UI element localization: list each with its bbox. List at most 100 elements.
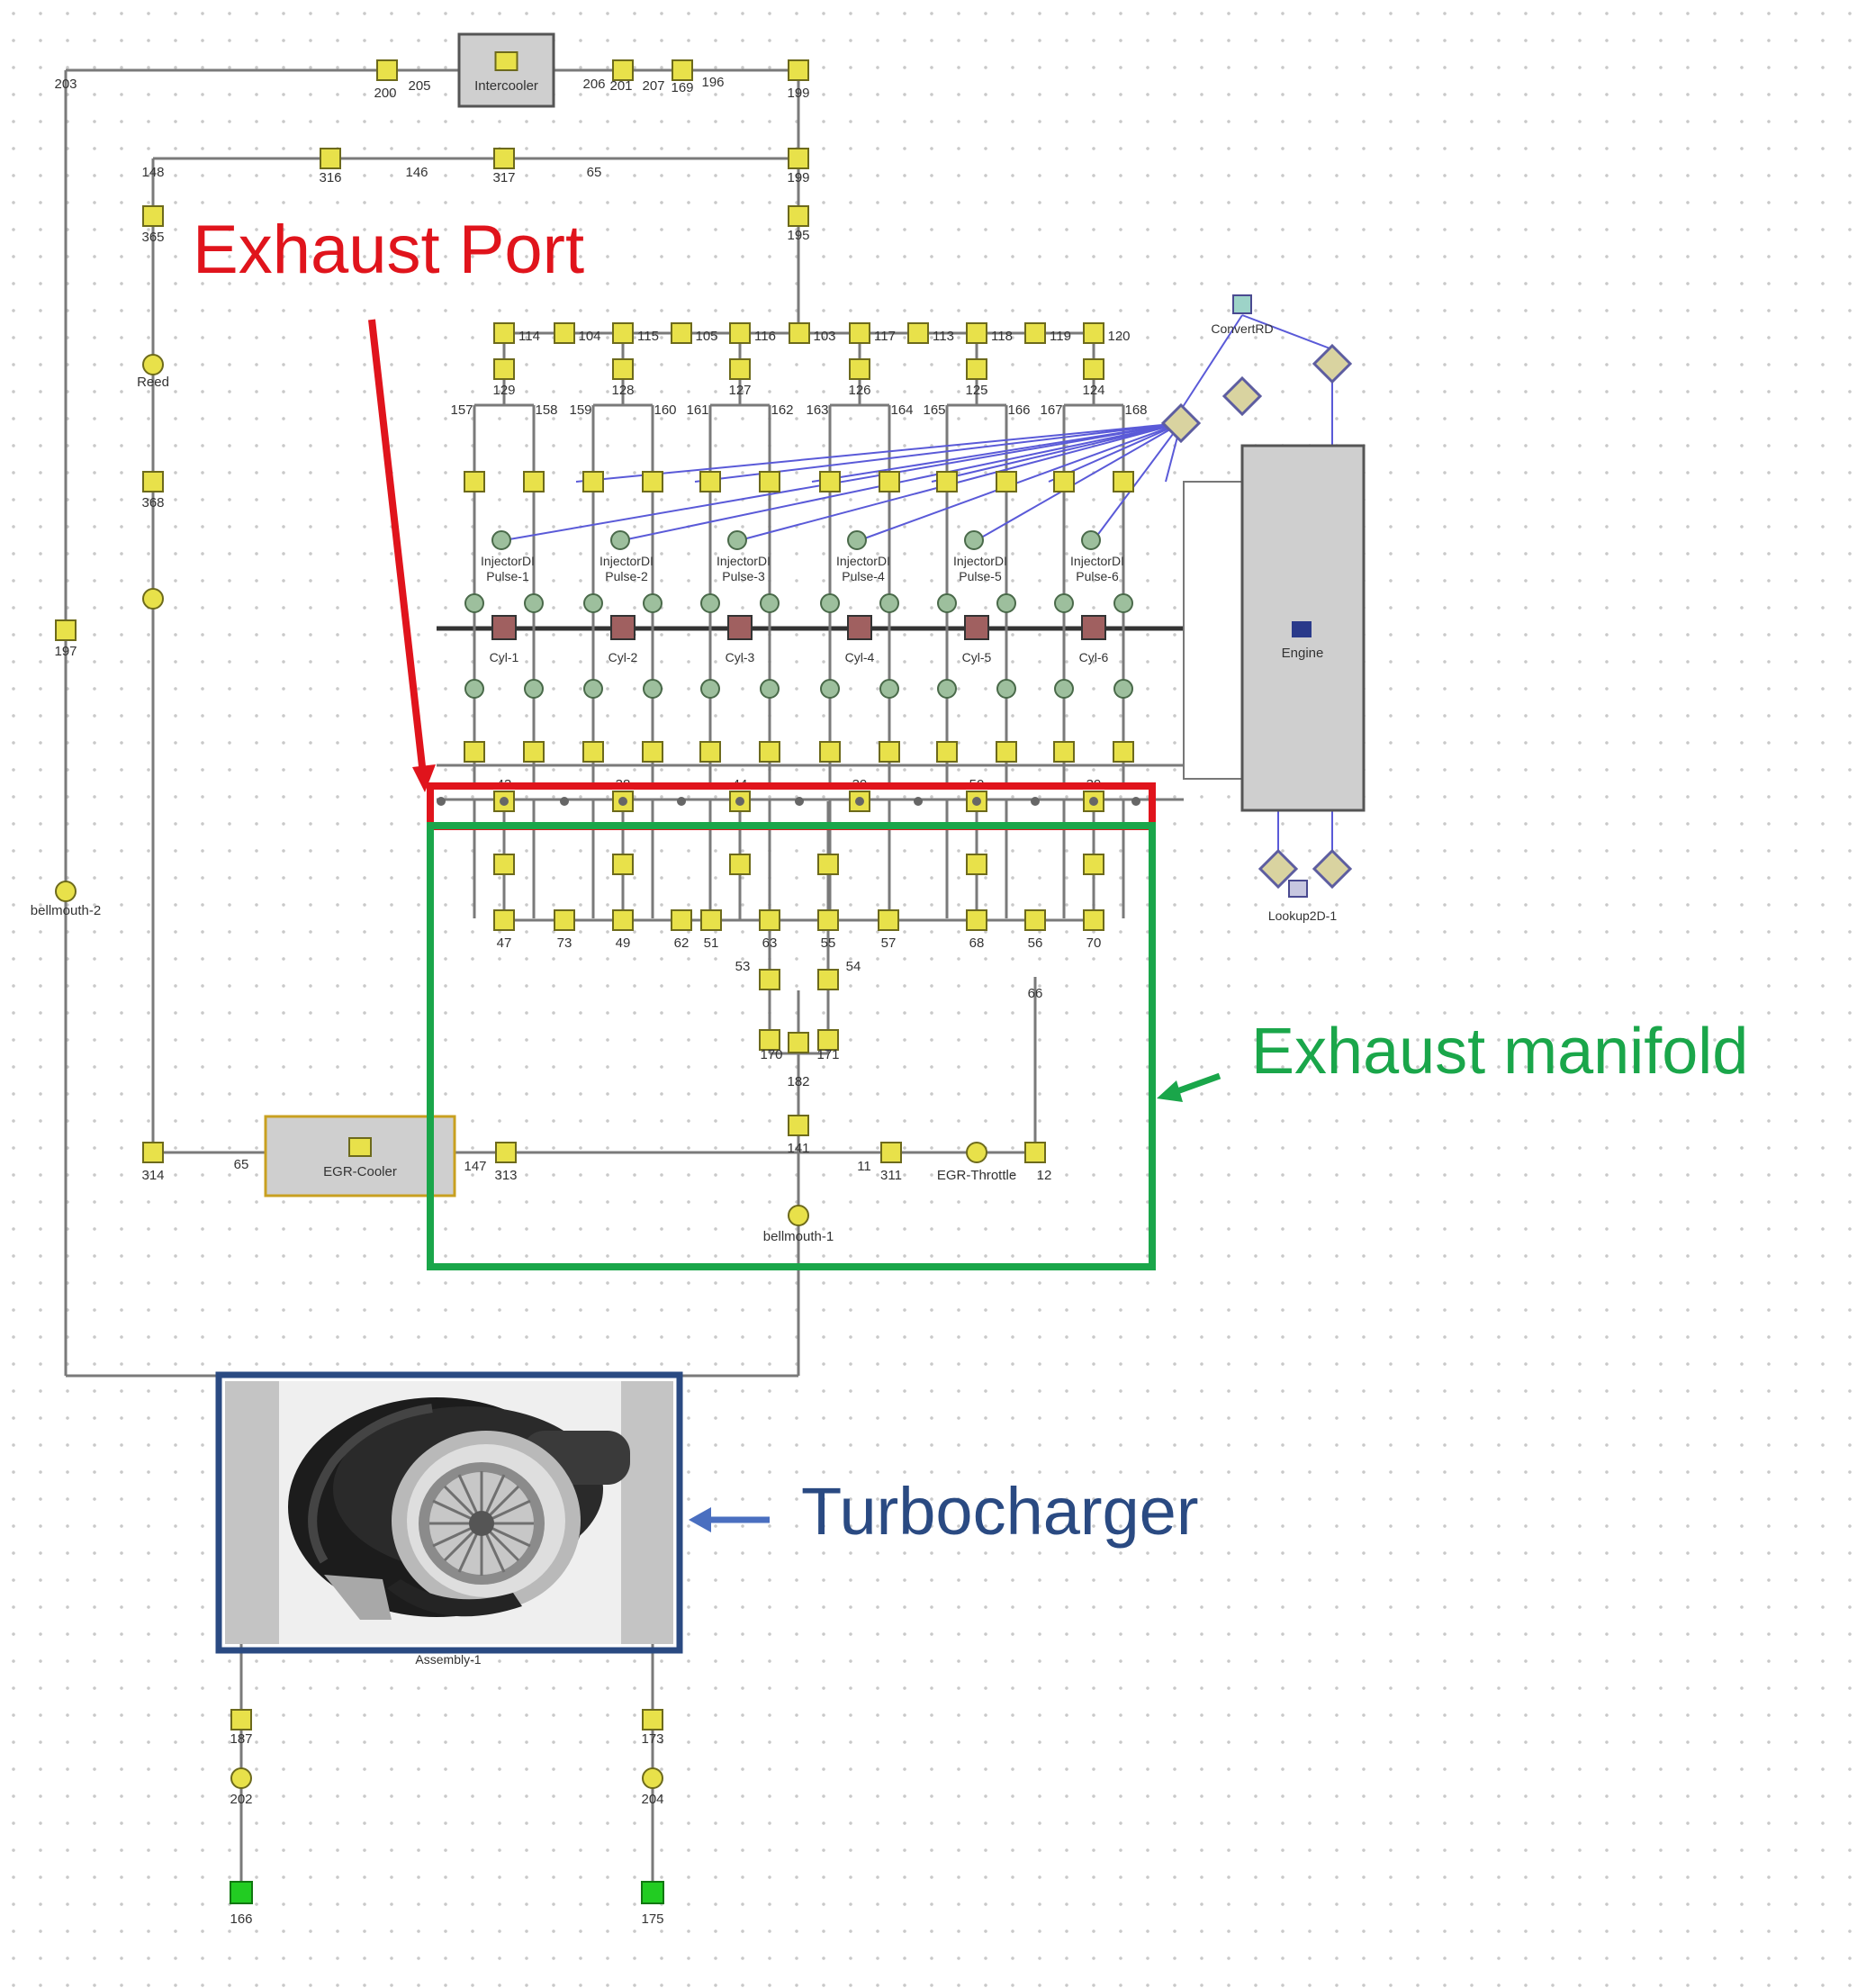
pipe-node[interactable] [788,59,809,81]
pipe-node[interactable] [672,59,693,81]
pipe-node[interactable] [966,854,987,875]
orifice-node[interactable] [788,1205,809,1226]
orifice-node[interactable] [966,1142,987,1163]
sensor-diamond[interactable] [1312,848,1353,890]
valve-node[interactable] [700,679,720,699]
pipe-node[interactable] [729,854,751,875]
valve-node[interactable] [879,593,899,613]
pipe-node[interactable] [879,471,900,492]
orifice-node[interactable] [55,881,77,902]
turbocharger-photo[interactable] [225,1381,673,1644]
orifice-node[interactable] [142,588,164,610]
pipe-node[interactable] [1024,1142,1046,1163]
valve-node[interactable] [464,593,484,613]
pipe-node[interactable] [493,358,515,380]
pipe-node[interactable] [1083,322,1104,344]
valve-node[interactable] [464,679,484,699]
pipe-node[interactable] [699,471,721,492]
pipe-node[interactable] [936,471,958,492]
pipe-node[interactable] [788,1115,809,1136]
pipe-node[interactable] [1053,471,1075,492]
pipe-node[interactable] [788,205,809,227]
pipe-node[interactable] [582,471,604,492]
sensor-diamond[interactable] [1312,343,1353,384]
pipe-node[interactable] [817,1029,839,1051]
pipe-node[interactable] [907,322,929,344]
pipe-node[interactable] [612,358,634,380]
valve-node[interactable] [1113,679,1133,699]
pipe-node[interactable] [554,909,575,931]
valve-node[interactable] [996,593,1016,613]
valve-node[interactable] [524,679,544,699]
boundary-node[interactable] [230,1881,253,1904]
valve-node[interactable] [524,593,544,613]
pipe-node[interactable] [142,471,164,492]
pipe-node[interactable] [819,741,841,763]
pipe-node[interactable] [1024,909,1046,931]
pipe-node[interactable] [966,909,987,931]
pipe-node[interactable] [729,322,751,344]
pipe-node[interactable] [759,1029,780,1051]
pipe-node[interactable] [759,969,780,990]
valve-node[interactable] [820,593,840,613]
valve-node[interactable] [700,593,720,613]
valve-node[interactable] [937,593,957,613]
valve-node[interactable] [1054,593,1074,613]
pipe-node[interactable] [523,471,545,492]
valve-node[interactable] [643,679,663,699]
pipe-node[interactable] [612,909,634,931]
pipe-node[interactable] [671,322,692,344]
pipe-node[interactable] [523,741,545,763]
cylinder-block[interactable] [964,615,989,640]
pipe-node[interactable] [1083,854,1104,875]
lookup-block[interactable] [1288,880,1308,898]
pipe-node[interactable] [1113,741,1134,763]
pipe-node[interactable] [464,471,485,492]
pipe-node[interactable] [1113,471,1134,492]
pipe-node[interactable] [759,471,780,492]
orifice-node[interactable] [142,354,164,375]
pipe-node[interactable] [966,358,987,380]
valve-node[interactable] [964,530,984,550]
pipe-node[interactable] [788,1032,809,1053]
pipe-node[interactable] [1083,909,1104,931]
pipe-node[interactable] [142,1142,164,1163]
pipe-node[interactable] [320,148,341,169]
intercooler[interactable] [457,32,555,108]
pipe-node[interactable] [759,909,780,931]
valve-node[interactable] [1113,593,1133,613]
pipe-node[interactable] [582,741,604,763]
pipe-node[interactable] [936,741,958,763]
pipe-node[interactable] [642,471,663,492]
pipe-node[interactable] [642,1709,663,1730]
pipe-node[interactable] [376,59,398,81]
pipe-node[interactable] [612,854,634,875]
valve-node[interactable] [583,593,603,613]
pipe-node[interactable] [789,322,810,344]
pipe-node[interactable] [493,854,515,875]
valve-node[interactable] [610,530,630,550]
sensor-diamond[interactable] [1160,402,1202,444]
pipe-node[interactable] [55,619,77,641]
pipe-node[interactable] [493,322,515,344]
pipe-node[interactable] [817,969,839,990]
pipe-node[interactable] [1083,358,1104,380]
valve-node[interactable] [583,679,603,699]
orifice-node[interactable] [230,1767,252,1789]
valve-node[interactable] [879,679,899,699]
valve-node[interactable] [760,679,780,699]
pipe-node[interactable] [966,322,987,344]
pipe-node[interactable] [612,322,634,344]
pipe-node[interactable] [879,741,900,763]
valve-node[interactable] [760,593,780,613]
pipe-node[interactable] [142,205,164,227]
cylinder-block[interactable] [727,615,753,640]
pipe-node[interactable] [788,148,809,169]
pipe-node[interactable] [642,741,663,763]
valve-node[interactable] [491,530,511,550]
pipe-node[interactable] [759,741,780,763]
pipe-node[interactable] [493,148,515,169]
pipe-node[interactable] [671,909,692,931]
pipe-node[interactable] [230,1709,252,1730]
pipe-node[interactable] [554,322,575,344]
